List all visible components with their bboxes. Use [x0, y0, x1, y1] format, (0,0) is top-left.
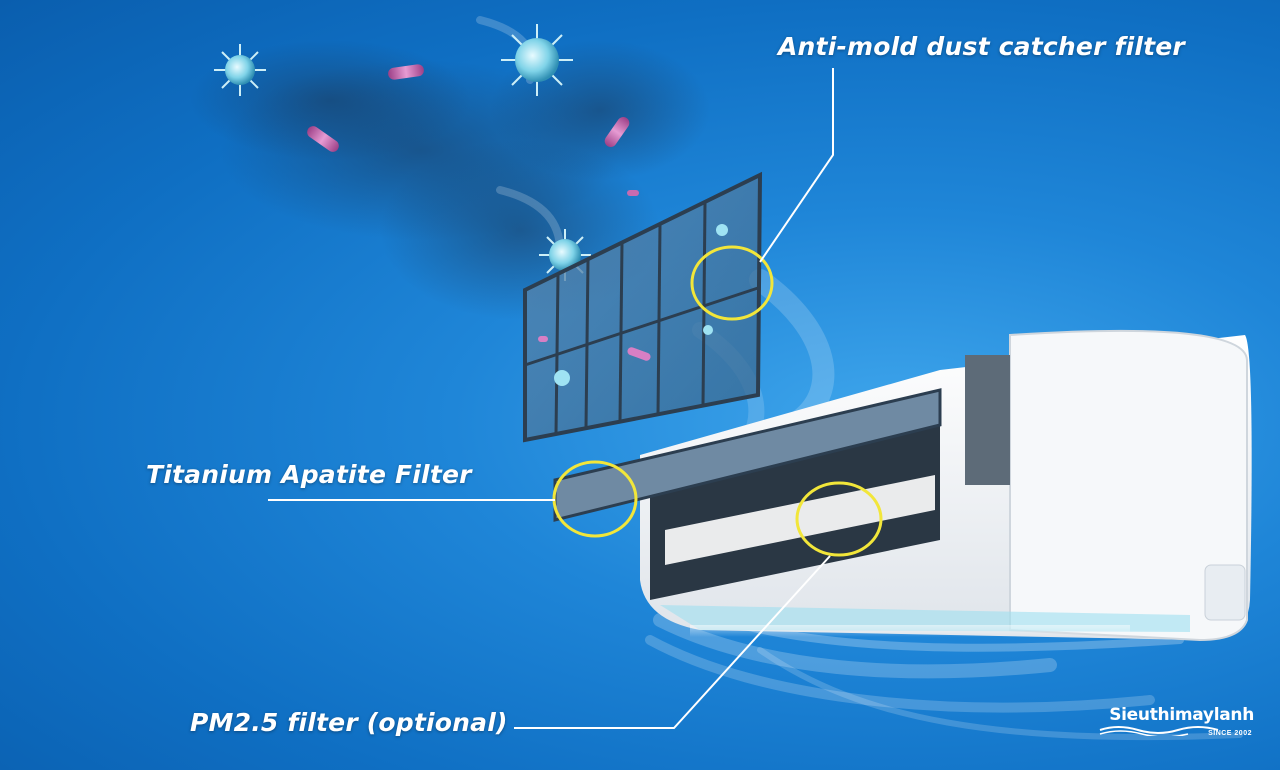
- filter-panel: [523, 171, 763, 443]
- brand-wave-icon: [1099, 726, 1219, 736]
- callout-antimold-filter: Anti-mold dust catcher filter: [778, 32, 1185, 61]
- bacteria: [307, 64, 639, 196]
- callout-pm25-filter: PM2.5 filter (optional): [190, 708, 508, 737]
- callout-titanium-apatite-filter: Titanium Apatite Filter: [146, 460, 472, 489]
- highlight-circle-antimold: [690, 245, 774, 321]
- air-conditioner-unit: [553, 329, 1252, 642]
- brand-logo: Sieuthimaylanh SINCE 2002: [1098, 705, 1254, 737]
- leader-lines: [268, 68, 834, 729]
- highlight-circle-pm25: [795, 481, 883, 557]
- brand-name: Sieuthimaylanh: [1109, 705, 1254, 725]
- leader-line-antimold: [759, 68, 834, 263]
- leader-line-pm25: [514, 555, 831, 729]
- brand-since: SINCE 2002: [1208, 730, 1252, 737]
